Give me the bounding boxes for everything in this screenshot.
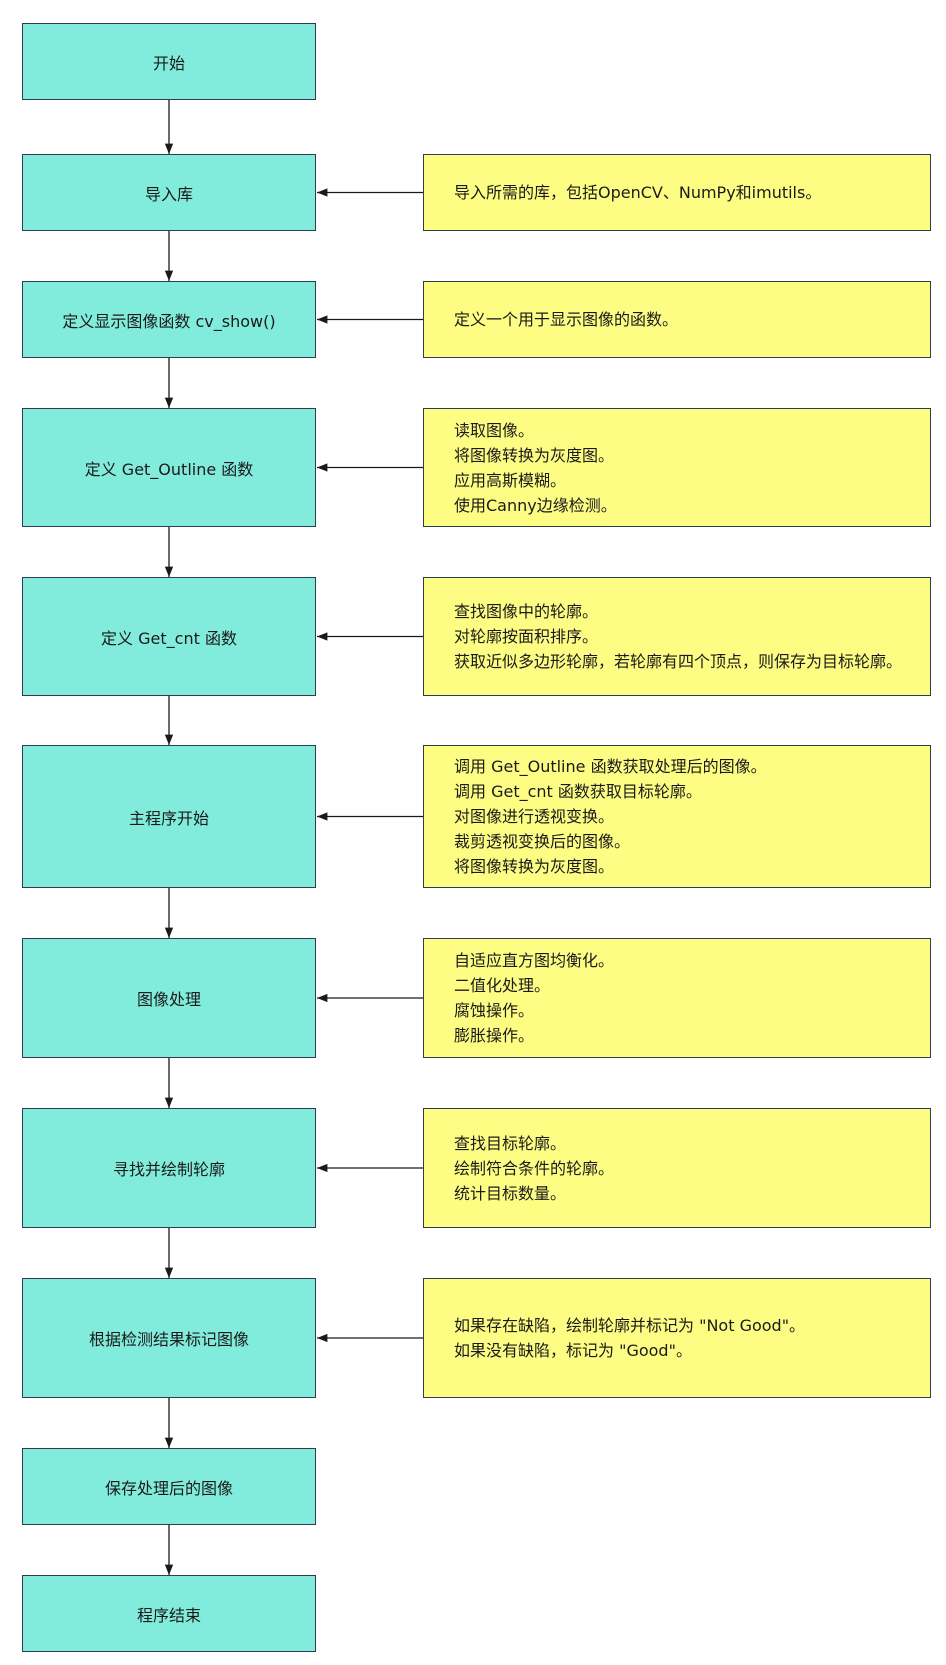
step-label: 开始 [152,53,185,73]
step-box-end: 程序结束 [22,1575,316,1652]
step-box-find-draw-contours: 寻找并绘制轮廓 [22,1108,316,1228]
step-label: 定义显示图像函数 cv_show() [62,311,276,331]
step-box-image-processing: 图像处理 [22,938,316,1058]
step-label: 寻找并绘制轮廓 [112,1160,225,1179]
note-line: 将图像转换为灰度图。 [454,445,615,465]
note-line: 二值化处理。 [454,976,551,995]
note-line: 自适应直方图均衡化。 [454,951,615,970]
step-label: 定义 Get_Outline 函数 [84,459,254,479]
note-line: 读取图像。 [454,420,535,440]
note-line: 如果没有缺陷，标记为 "Good"。 [454,1341,692,1360]
note-line: 定义一个用于显示图像的函数。 [454,310,679,329]
note-line: 导入所需的库，包括OpenCV、NumPy和imutils。 [454,183,822,202]
step-label: 图像处理 [136,990,201,1009]
step-box-mark-image: 根据检测结果标记图像 [22,1278,316,1398]
note-line: 对图像进行透视变换。 [454,807,615,826]
step-box-start: 开始 [22,23,316,100]
note-line: 腐蚀操作。 [454,1001,535,1020]
step-box-define-cv-show: 定义显示图像函数 cv_show() [22,281,316,358]
note-line: 调用 Get_cnt 函数获取目标轮廓。 [454,782,702,801]
step-box-define-get-cnt: 定义 Get_cnt 函数 [22,577,316,696]
note-line: 将图像转换为灰度图。 [454,857,615,876]
note-line: 如果存在缺陷，绘制轮廓并标记为 "Not Good"。 [454,1316,806,1335]
note-line: 膨胀操作。 [454,1026,535,1045]
note-box-mark-image: 如果存在缺陷，绘制轮廓并标记为 "Not Good"。如果没有缺陷，标记为 "G… [423,1278,931,1398]
step-label: 导入库 [144,184,193,204]
note-line: 获取近似多边形轮廓，若轮廓有四个顶点，则保存为目标轮廓。 [454,652,903,671]
step-label: 定义 Get_cnt 函数 [101,628,237,648]
note-line: 查找图像中的轮廓。 [454,602,599,621]
step-box-define-get-outline: 定义 Get_Outline 函数 [22,408,316,527]
note-line: 查找目标轮廓。 [454,1133,567,1153]
note-line: 调用 Get_Outline 函数获取处理后的图像。 [454,757,767,776]
step-box-main-start: 主程序开始 [22,745,316,888]
note-box-import-libs: 导入所需的库，包括OpenCV、NumPy和imutils。 [423,154,931,231]
note-line: 裁剪透视变换后的图像。 [454,832,631,851]
note-box-image-processing: 自适应直方图均衡化。二值化处理。腐蚀操作。膨胀操作。 [423,938,931,1058]
note-line: 统计目标数量。 [454,1183,567,1203]
note-line: 对轮廓按面积排序。 [454,627,599,646]
step-label: 保存处理后的图像 [104,1478,233,1498]
note-box-find-draw-contours: 查找目标轮廓。绘制符合条件的轮廓。统计目标数量。 [423,1108,931,1228]
note-line: 绘制符合条件的轮廓。 [454,1158,615,1178]
note-box-main-start: 调用 Get_Outline 函数获取处理后的图像。调用 Get_cnt 函数获… [423,745,931,888]
note-box-define-get-cnt: 查找图像中的轮廓。对轮廓按面积排序。获取近似多边形轮廓，若轮廓有四个顶点，则保存… [423,577,931,696]
step-label: 根据检测结果标记图像 [88,1330,249,1349]
step-label: 程序结束 [136,1605,201,1625]
note-box-define-cv-show: 定义一个用于显示图像的函数。 [423,281,931,358]
note-line: 使用Canny边缘检测。 [454,495,617,515]
step-label: 主程序开始 [128,808,209,828]
step-box-import-libs: 导入库 [22,154,316,231]
step-box-save-image: 保存处理后的图像 [22,1448,316,1525]
note-line: 应用高斯模糊。 [454,470,567,490]
note-box-define-get-outline: 读取图像。将图像转换为灰度图。应用高斯模糊。使用Canny边缘检测。 [423,408,931,527]
